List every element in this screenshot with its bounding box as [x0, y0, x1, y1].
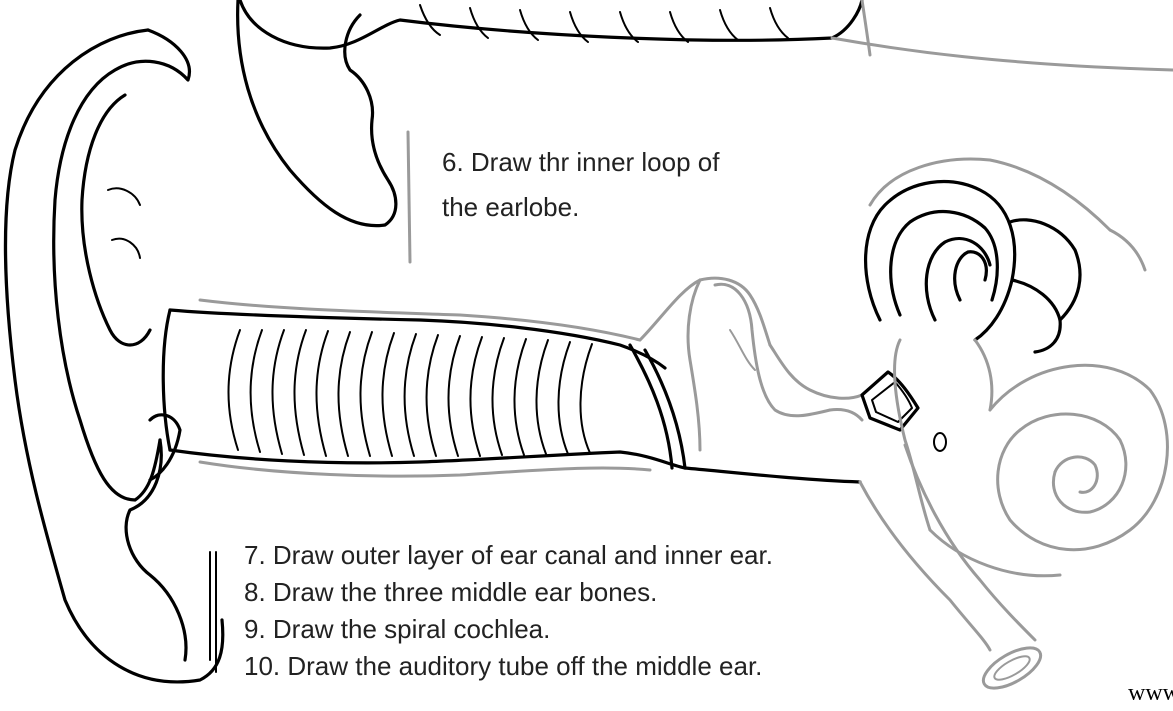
cochlea — [930, 365, 1167, 575]
step-6-line-1: 6. Draw thr inner loop of — [442, 140, 719, 185]
auditory-tube — [860, 445, 1047, 696]
semicircular-canals — [866, 159, 1145, 352]
steps-7-10-instructions: 7. Draw outer layer of ear canal and inn… — [244, 537, 773, 685]
step-6-line-2: the earlobe. — [442, 185, 719, 230]
ear-canal — [163, 300, 860, 482]
watermark-text: www — [1128, 680, 1173, 707]
vestibule — [895, 340, 992, 530]
step-9-instruction: 9. Draw the spiral cochlea. — [244, 611, 773, 648]
step-6-instruction: 6. Draw thr inner loop of the earlobe. — [442, 140, 719, 230]
upper-canal-fragment — [240, 0, 1173, 70]
middle-ear-outline — [640, 278, 862, 450]
step-7-instruction: 7. Draw outer layer of ear canal and inn… — [244, 537, 773, 574]
step-8-instruction: 8. Draw the three middle ear bones. — [244, 574, 773, 611]
step-6-guide-bar — [408, 132, 410, 262]
step-10-instruction: 10. Draw the auditory tube off the middl… — [244, 648, 773, 685]
outer-ear — [6, 30, 223, 682]
